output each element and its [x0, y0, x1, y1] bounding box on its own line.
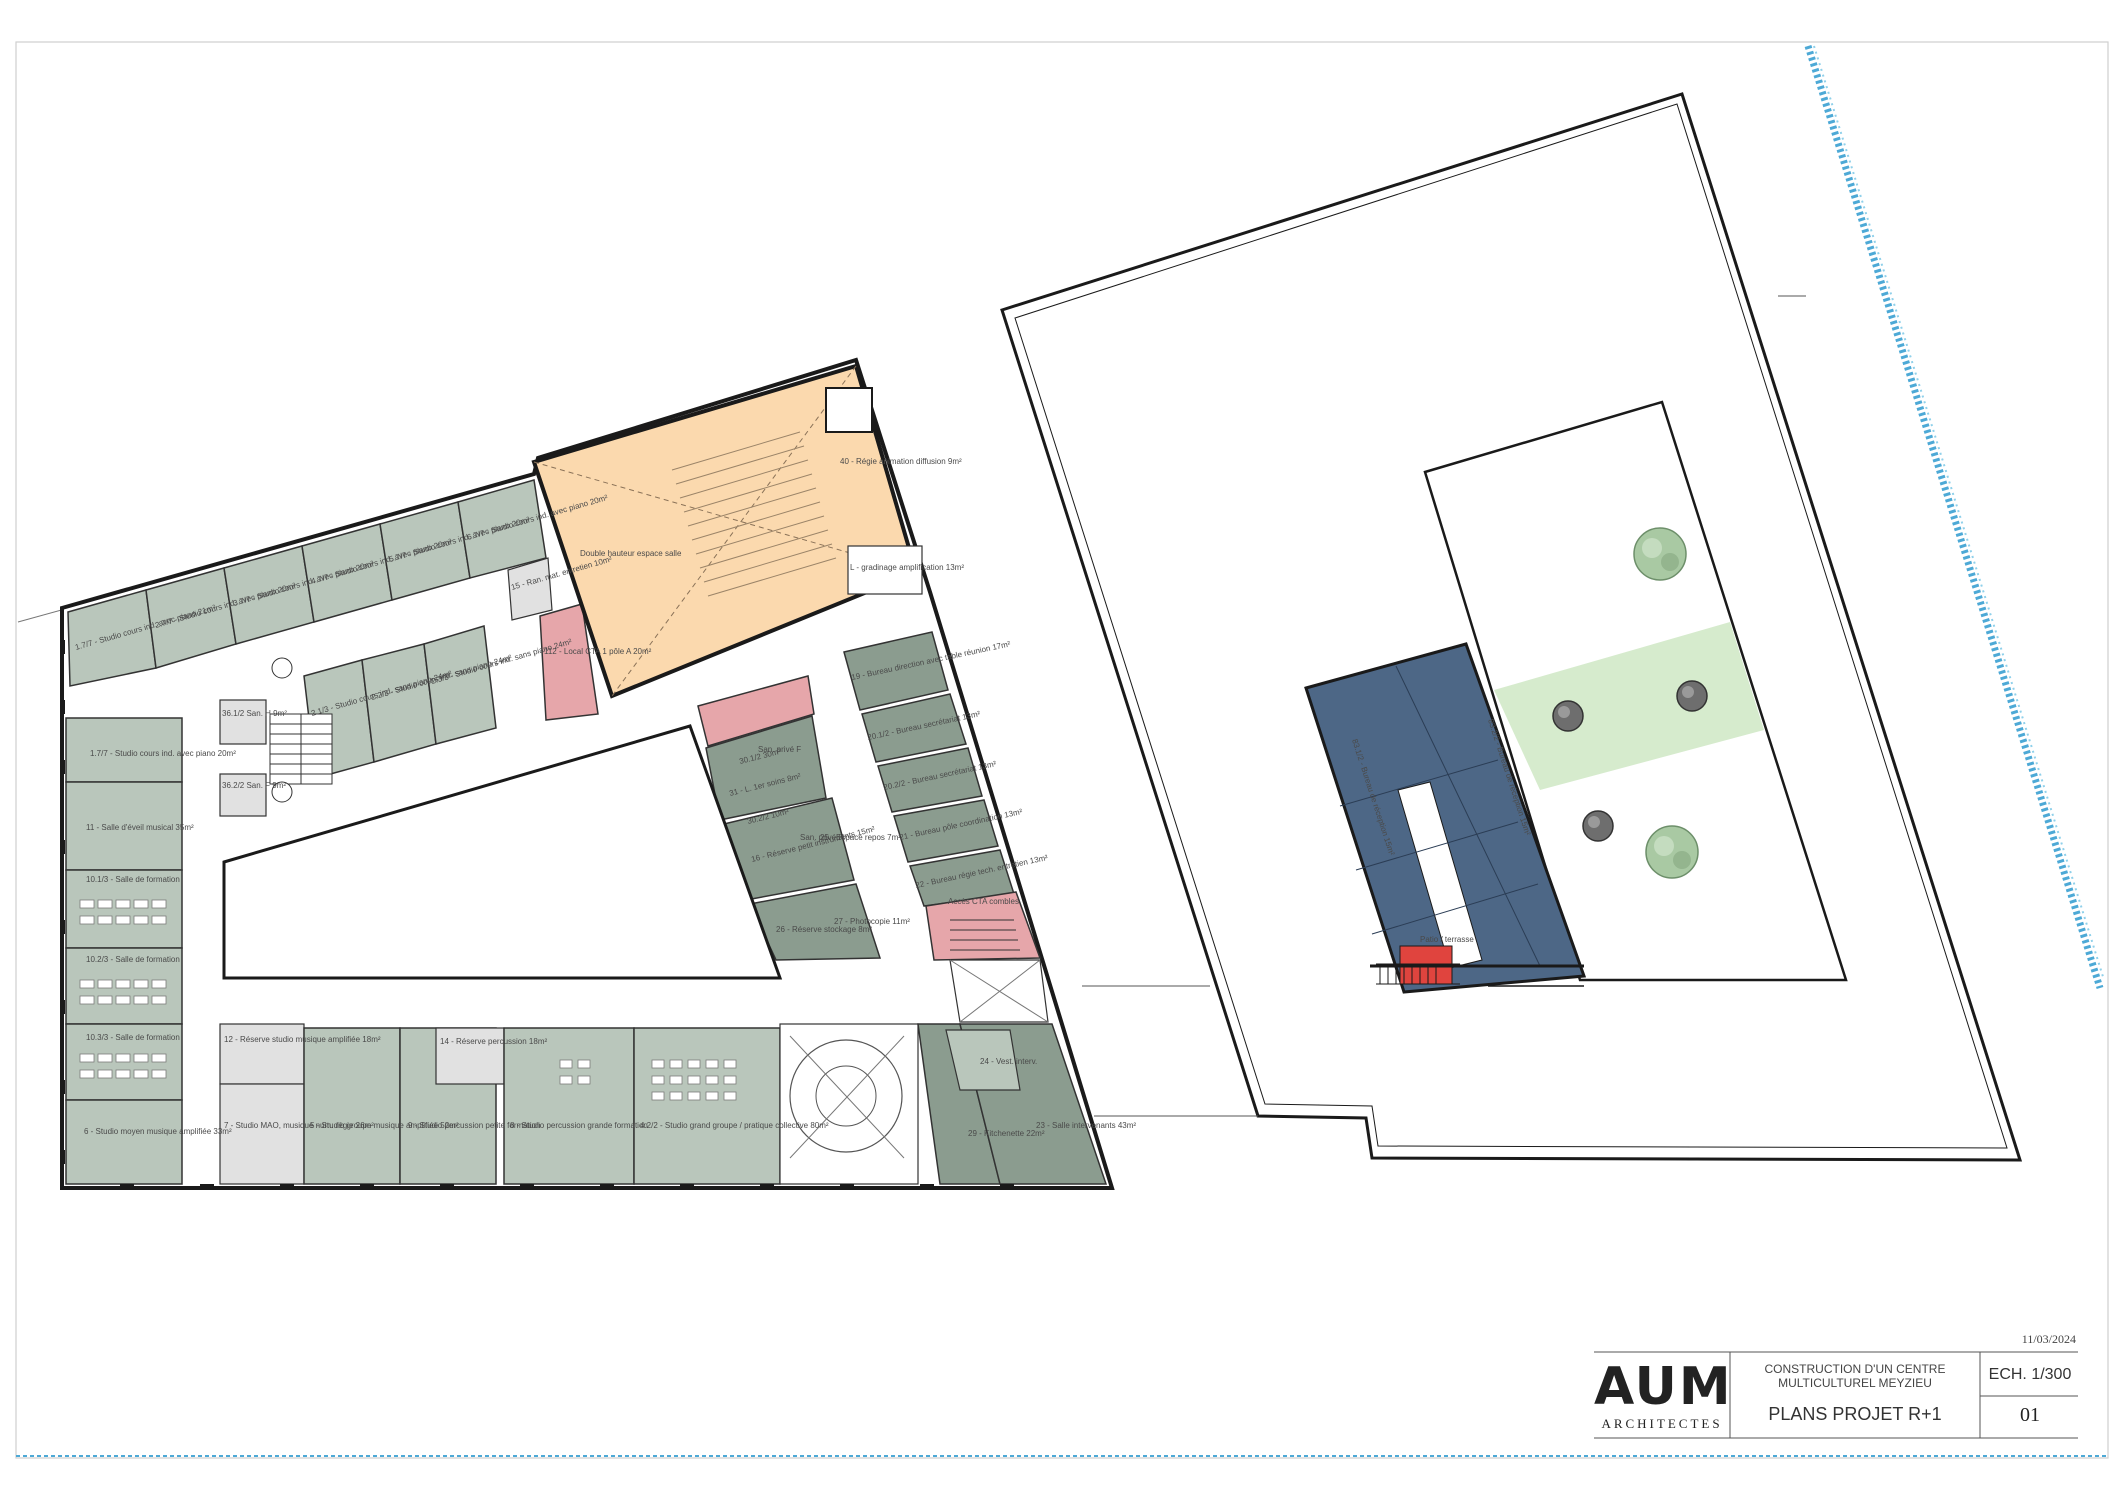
tree-icon — [1676, 680, 1708, 712]
sheet-number: 01 — [2020, 1404, 2040, 1426]
studio-room — [423, 625, 497, 745]
tree-icon — [1633, 527, 1687, 581]
studio-room — [361, 643, 437, 763]
studio-room — [633, 1027, 781, 1185]
office-room — [861, 693, 967, 763]
technical-room — [697, 675, 815, 747]
furniture — [79, 899, 737, 1101]
bureau-block — [1304, 642, 1587, 994]
room-label-patio: Patio / terrasse — [1420, 935, 1474, 944]
room-label: 9 - Studio percussion petite formation — [408, 1121, 541, 1130]
seating-rows — [671, 431, 837, 597]
sheet-date: 11/03/2024 — [2021, 1332, 2076, 1346]
sanitary-room — [219, 773, 267, 817]
room-label: Double hauteur espace salle — [580, 549, 682, 558]
technical-room — [825, 387, 873, 433]
sheet-scale: ECH. 1/300 — [1988, 1366, 2072, 1383]
room-label: 40 - Régie animation diffusion 9m² — [840, 457, 962, 466]
elevator-icon — [271, 781, 293, 803]
room-label: 12 - Réserve studio musique amplifiée 18… — [224, 1035, 381, 1044]
technical-room — [925, 891, 1042, 961]
room-label: 5 - Studio groupe musique amplifiée 52m² — [310, 1121, 459, 1130]
sheet-frame — [15, 41, 2109, 1459]
site-boundary-line — [1804, 44, 2104, 990]
room-label: 11 - Salle d'éveil musical 35m² — [86, 823, 194, 832]
studio-room — [65, 781, 183, 871]
technical-room — [507, 557, 553, 621]
site-boundary-inner — [1813, 45, 2105, 981]
office-room — [877, 747, 983, 813]
room-label: 10.1/3 - Salle de formation — [86, 875, 180, 884]
studio-room — [219, 1083, 305, 1185]
project-line-2: MULTICULTUREL MEYZIEU — [1778, 1376, 1932, 1390]
courtyard — [222, 724, 783, 980]
window-marks — [60, 640, 1014, 1189]
room-label: 23 - Salle intervenants 43m² — [1036, 1121, 1136, 1130]
sanitary-room — [219, 699, 267, 745]
bureau-corridor — [1397, 781, 1483, 969]
garden-strip — [1494, 622, 1764, 790]
atrium-circle — [789, 1039, 903, 1153]
studio-room — [65, 869, 183, 949]
studio-room — [219, 1023, 305, 1085]
stair-icon — [950, 919, 1020, 951]
room-label: 1.7/7 - Studio cours ind. avec piano 20m… — [90, 749, 236, 758]
company-logo: AUM ARCHITECTES — [1594, 1352, 1733, 1438]
room-label: L - gradinage amplification 13m² — [850, 563, 964, 572]
room-label: 24 - Vest. interv. — [980, 1057, 1037, 1066]
sheet-title: PLANS PROJET R+1 — [1768, 1404, 1942, 1424]
technical-room — [847, 545, 923, 595]
room-label: Accès CTA combles — [948, 897, 1019, 906]
tree-icon — [1645, 825, 1699, 879]
logo-subtext: ARCHITECTES — [1601, 1416, 1723, 1431]
room-label: 10.3/3 - Salle de formation — [86, 1033, 180, 1042]
room-label: 14 - Réserve percussion 18m² — [440, 1037, 547, 1046]
room-label: 7 - Studio MAO, musique num. régie 26m² — [224, 1121, 374, 1130]
project-line-1: CONSTRUCTION D'UN CENTRE — [1764, 1362, 1946, 1376]
roof-inner-outline — [1014, 103, 2008, 1149]
room-label: 27 - Photocopie 11m² — [834, 917, 910, 926]
room-label: 25 - Espace repos 7m² — [820, 833, 901, 842]
tree-icon — [1552, 700, 1584, 732]
tree-icon — [1582, 810, 1614, 842]
room-label: San. privé F — [758, 745, 801, 754]
studio-room — [503, 1027, 635, 1185]
stair-icon — [269, 713, 333, 785]
studio-room — [435, 1027, 505, 1085]
atrium — [779, 1023, 919, 1185]
room-label: 6 - Studio moyen musique amplifiée 33m² — [84, 1127, 232, 1136]
room-label: 10.2/3 - Salle de formation — [86, 955, 180, 964]
studio-room — [303, 1027, 401, 1185]
project-name: CONSTRUCTION D'UN CENTRE MULTICULTUREL M… — [1740, 1362, 1970, 1390]
elevator-icon — [271, 657, 293, 679]
room-label: San. privé H — [800, 833, 844, 842]
office-room — [843, 631, 949, 711]
technical-room — [539, 603, 599, 721]
title-block-frame — [1594, 1351, 2078, 1439]
studio-room — [65, 1099, 183, 1185]
room-label: 29 - Kitchenette 22m² — [968, 1129, 1045, 1138]
room-label: 26 - Réserve stockage 8m² — [776, 925, 872, 934]
room-label: 8 - Studio percussion grande formation — [510, 1121, 648, 1130]
room-label: 36.1/2 San. H 9m² — [222, 709, 287, 718]
office-room — [893, 799, 999, 863]
room-label: 36.2/2 San. F 9m² — [222, 781, 286, 790]
room-label: 4.2/2 - Studio grand groupe / pratique c… — [640, 1121, 829, 1130]
technical-room — [945, 1029, 1021, 1091]
logo-text: AUM — [1594, 1357, 1733, 1417]
room-label: 112 - Local CTA 1 pôle A 20m² — [544, 647, 652, 656]
stair-icon — [1376, 963, 1460, 985]
title-block: AUM ARCHITECTES CONSTRUCTION D'UN CENTRE… — [1594, 1352, 2078, 1438]
